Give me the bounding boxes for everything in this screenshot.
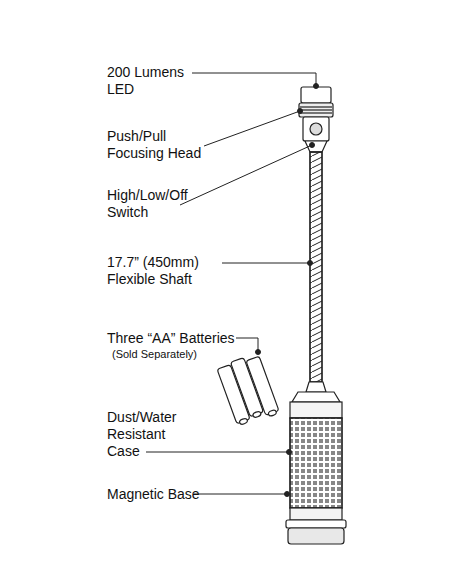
shaft-label: 17.7” (450mm) Flexible Shaft [107,254,219,288]
case-label: Dust/Water Resistant Case [107,409,192,460]
switch-label: High/Low/Off Switch [107,187,207,221]
battery-label: Three “AA” Batteries [107,330,257,347]
aa-batteries [216,352,279,428]
focus-head-label: Push/Pull Focusing Head [107,128,217,162]
base-label: Magnetic Base [107,486,257,503]
note-label: (Sold Separately) [112,348,262,361]
led-label: 200 Lumens LED [107,64,207,98]
flashlight [286,87,346,544]
